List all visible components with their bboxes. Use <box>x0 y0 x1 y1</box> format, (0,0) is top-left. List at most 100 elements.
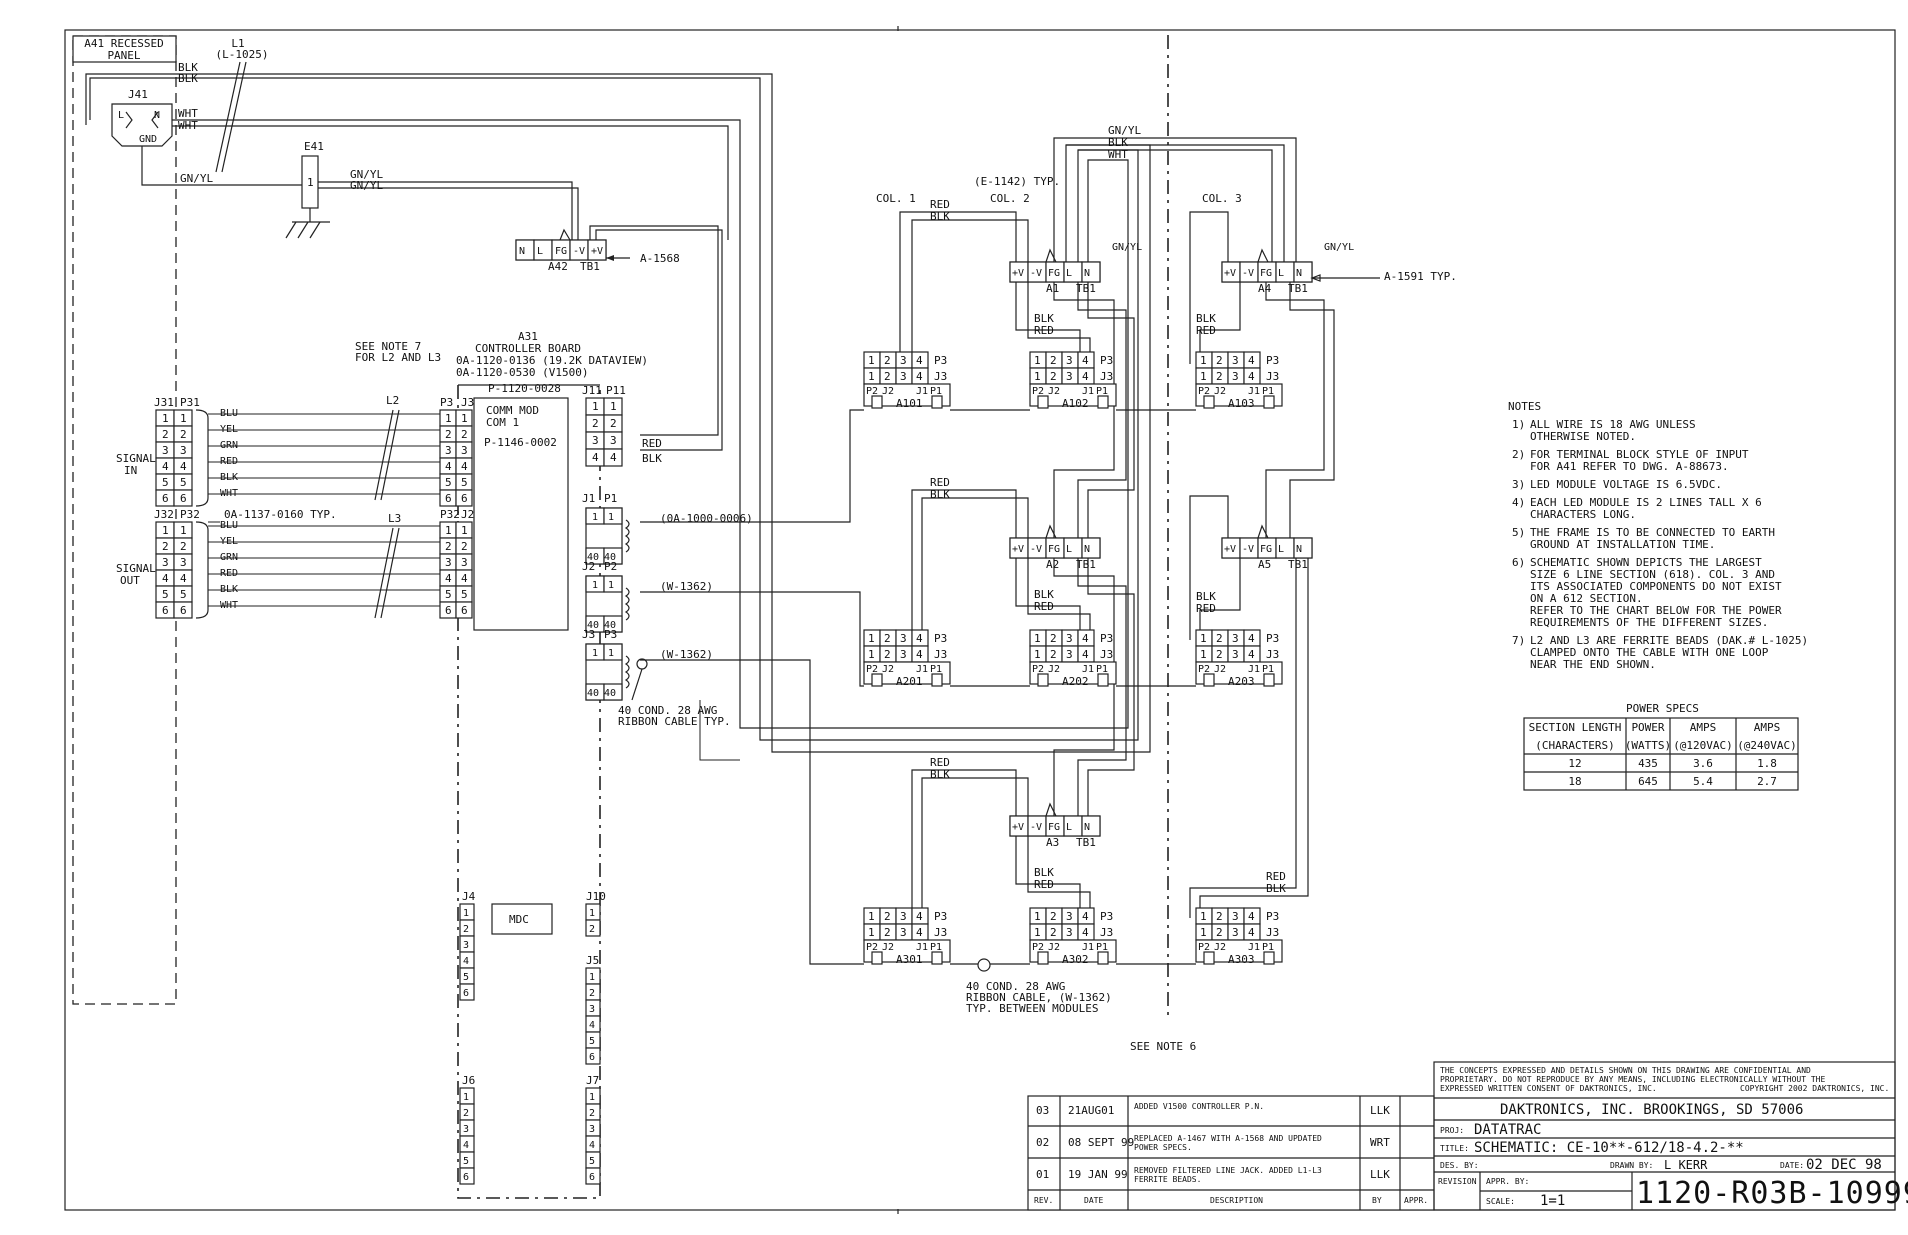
controller-board-part: P-1120-0028 <box>488 382 561 395</box>
rev-by: LLK <box>1370 1104 1390 1117</box>
module-j1: J1 <box>1248 942 1260 953</box>
a42-terminal-label: L <box>537 246 543 257</box>
j5-pin-label: 1 <box>589 972 595 983</box>
a42-ref: A42 <box>548 260 568 273</box>
j4-pin <box>459 983 475 1001</box>
power-table-cell: 5.4 <box>1693 775 1713 788</box>
j41-gnd: GND <box>139 134 157 145</box>
module-pin-label: 1 <box>868 354 875 367</box>
j10-pin <box>585 919 601 937</box>
ctrl-p2-pin <box>455 601 473 619</box>
a42-tb: TB1 <box>580 260 600 273</box>
j11-pin-label: 1 <box>592 400 599 413</box>
psu-tb: TB1 <box>1076 558 1096 571</box>
signal-out-wire-label: WHT <box>220 600 238 611</box>
l1-part: (L-1025) <box>216 48 269 61</box>
module-pin-label: 1 <box>868 370 875 383</box>
power-specs-title: POWER SPECS <box>1626 702 1699 715</box>
j32-pin-label: 1 <box>162 524 169 537</box>
module-pin-label: 4 <box>916 926 923 939</box>
j4-pin-label: 2 <box>463 924 469 935</box>
ribbon-pin-label: 1 <box>608 580 614 591</box>
module-pin-label: 1 <box>1034 370 1041 383</box>
ribbon-pin <box>603 507 623 525</box>
module-header <box>1203 673 1215 687</box>
e1142-label: (E-1142) TYP. <box>974 175 1060 188</box>
j31-ref: J31 <box>154 396 174 409</box>
module-j3: J3 <box>934 648 947 661</box>
psu-ref: A5 <box>1258 558 1271 571</box>
signal-in-wire-label: GRN <box>220 440 238 451</box>
j4-pin-label: 5 <box>463 972 469 983</box>
module-j1: J1 <box>1248 664 1260 675</box>
wire-label-red-ctrl: RED <box>642 437 662 450</box>
note-line: ALL WIRE IS 18 AWG UNLESS <box>1530 418 1696 431</box>
note-line: SCHEMATIC SHOWN DEPICTS THE LARGEST <box>1530 556 1762 569</box>
note-line: FOR A41 REFER TO DWG. A-88673. <box>1530 460 1729 473</box>
module-pin-label: 2 <box>884 648 891 661</box>
j32-pin-label: 2 <box>162 540 169 553</box>
signal-in-wire-label: YEL <box>220 424 238 435</box>
signal-out-label-2: OUT <box>120 574 140 587</box>
title-block: THE CONCEPTS EXPRESSED AND DETAILS SHOWN… <box>1433 1061 1908 1211</box>
module-pin-label: 3 <box>1066 910 1073 923</box>
wire-label-blk-a3: BLK <box>930 768 950 781</box>
signal-out-label-1: SIGNAL <box>116 562 156 575</box>
module-pin-label: 1 <box>1034 354 1041 367</box>
ribbon-pin-label: 1 <box>608 512 614 523</box>
ribbon-pin-label: 40 <box>604 552 616 563</box>
module-pin-label: 2 <box>1050 926 1057 939</box>
psu-terminal-label: L <box>1066 544 1072 555</box>
ctrl-j6: J6 <box>462 1074 475 1087</box>
module-body-A101 <box>863 383 951 407</box>
psu-terminal <box>1293 537 1313 559</box>
ctrl-p2-label: P32 <box>440 508 460 521</box>
ribbon-pin-label: 40 <box>587 552 599 563</box>
module-p2: P2 <box>866 664 878 675</box>
module-pin-label: 1 <box>1200 910 1207 923</box>
module-pin-label: 1 <box>1200 632 1207 645</box>
psu-terminal-label: N <box>1084 822 1090 833</box>
e41-ref: E41 <box>304 140 324 153</box>
psu-terminal-label: FG <box>1048 544 1060 555</box>
module-pin-label: 2 <box>1216 354 1223 367</box>
j31-pin-label: 4 <box>162 460 169 473</box>
module-j2: J2 <box>1214 942 1226 953</box>
rev-description-2: FERRITE BEADS. <box>1134 1175 1201 1184</box>
module-header <box>1097 951 1109 965</box>
drawing-title: SCHEMATIC: CE-10**-612/18-4.2-** <box>1474 1140 1744 1156</box>
panel-label-2: PANEL <box>107 49 140 62</box>
module-j2: J2 <box>882 386 894 397</box>
module-pin-label: 1 <box>868 632 875 645</box>
psu-terminal-label: +V <box>1012 544 1024 555</box>
rev-number: 01 <box>1036 1168 1049 1181</box>
ctrl-pin-label: 4 <box>445 460 452 473</box>
module-pin-label: 3 <box>1232 926 1239 939</box>
module-pin-label: 2 <box>1050 370 1057 383</box>
j5-pin-label: 3 <box>589 1004 595 1015</box>
rev-description-2: POWER SPECS. <box>1134 1143 1192 1152</box>
signal-in-wire-label: BLK <box>220 472 238 483</box>
wire-label-wht-2: WHT <box>178 119 198 132</box>
power-table-cell: SECTION LENGTH <box>1529 721 1622 734</box>
module-pin-label: 2 <box>884 354 891 367</box>
wire-label-blk-a203: BLK <box>1196 590 1216 603</box>
module-cable-2: RIBBON CABLE, (W-1362) <box>966 991 1112 1004</box>
module-p2: P2 <box>1198 386 1210 397</box>
ribbon-pin-label: 1 <box>592 648 598 659</box>
ctrl-j5: J5 <box>586 954 599 967</box>
module-j3: J3 <box>1100 370 1113 383</box>
wire-label-blk-a302: BLK <box>1034 866 1054 879</box>
rev-by: LLK <box>1370 1168 1390 1181</box>
j11-pin-label: 2 <box>610 417 617 430</box>
module-p1: P1 <box>1262 386 1274 397</box>
module-pin-label: 1 <box>868 648 875 661</box>
module-header <box>1263 395 1275 409</box>
module-header <box>871 395 883 409</box>
power-table-cell: 3.6 <box>1693 757 1713 770</box>
note-number: 4) <box>1512 496 1525 509</box>
note-line: NEAR THE END SHOWN. <box>1530 658 1656 671</box>
j5-pin <box>585 1047 601 1065</box>
module-p1: P1 <box>1262 664 1274 675</box>
module-pin-label: 4 <box>1082 648 1089 661</box>
